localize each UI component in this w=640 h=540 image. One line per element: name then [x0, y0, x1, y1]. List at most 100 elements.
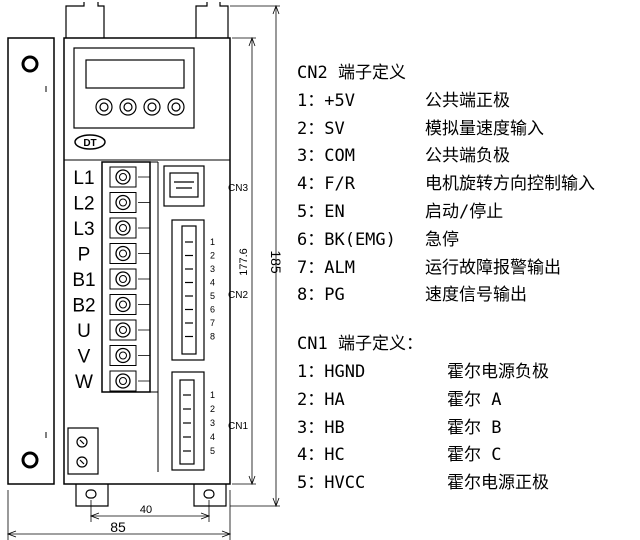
cn2-pin-row: 3：COM 公共端负极: [297, 143, 640, 171]
cn2-connector: [171, 219, 205, 361]
pin-number: 2: [210, 404, 215, 414]
cn1-pin-row: 1：HGND 霍尔电源负极: [297, 359, 640, 387]
terminal-screw: [109, 294, 150, 315]
pin-id: 3：COM: [297, 146, 355, 167]
terminal-screw: [109, 243, 150, 264]
pin-description: 霍尔电源正极: [447, 473, 549, 494]
pin-id: 4：F/R: [297, 174, 355, 195]
pin-id: 1：+5V: [297, 90, 355, 111]
bottom-mounting-tabs: [75, 484, 227, 507]
terminal-screw: [109, 370, 150, 392]
keypad-button-1: [95, 98, 113, 116]
cn2-pin-row: 8：PG 速度信号输出: [297, 282, 640, 310]
pin-description: 运行故障报警输出: [425, 257, 561, 278]
pin-description: 速度信号输出: [425, 285, 527, 306]
pin-number: 4: [210, 278, 215, 288]
cn1-pin-row: 4：HC 霍尔 C: [297, 442, 640, 470]
pin-number: 3: [210, 264, 215, 274]
cn2-label: CN2: [228, 290, 248, 301]
terminal-screw: [109, 192, 150, 213]
cn3-rj45-port: [163, 165, 205, 207]
small-connector: [67, 427, 99, 475]
pin-description: 霍尔 A: [447, 389, 502, 410]
terminal-label: L3: [73, 219, 94, 240]
lcd-screen: [85, 59, 185, 89]
cn1-pin-row: 5：HVCC 霍尔电源正极: [297, 470, 640, 498]
pin-description: 电机旋转方向控制输入: [425, 174, 595, 195]
dimension-width-label: 85: [110, 519, 126, 535]
terminal-label: B2: [72, 296, 95, 317]
dimension-outer-height: [230, 4, 280, 508]
cn2-pin-row: 5：EN 启动/停止: [297, 199, 640, 227]
heatsink-plate: [7, 37, 55, 485]
terminal-screw: [109, 345, 150, 366]
pin-number: 1: [210, 390, 215, 400]
cn2-pin-row: 7：ALM 运行故障报警输出: [297, 255, 640, 283]
display-window: [73, 47, 195, 129]
brand-logo: [74, 134, 106, 150]
pin-number: 6: [210, 305, 215, 315]
mounting-hole-top: [21, 55, 39, 73]
mounting-hole-bottom: [21, 451, 39, 469]
pin-number: 5: [210, 291, 215, 301]
pin-description: 公共端正极: [425, 90, 510, 111]
terminal-screw: [109, 319, 150, 341]
pin-description: 急停: [425, 229, 459, 250]
dimension-hole-spacing: [89, 500, 211, 522]
pin-id: 5：HVCC: [297, 473, 366, 494]
pin-description: 霍尔电源负极: [447, 361, 549, 382]
dimension-hole-spacing-label: 40: [140, 504, 152, 516]
pin-id: 1：HGND: [297, 361, 366, 382]
dimension-inner-height-label: 177.6: [238, 248, 250, 276]
pin-id: 6：BK(EMG): [297, 229, 396, 250]
pin-id: 3：HB: [297, 417, 345, 438]
pin-description: 公共端负极: [425, 146, 510, 167]
cn2-pin-list: 1：+5V 公共端正极 2：SV 模拟量速度输入 3：COM 公共端负极 4：F/R 电…: [297, 88, 640, 310]
pin-number: 1: [210, 237, 215, 247]
pin-number: 8: [210, 332, 215, 342]
terminal-label: L1: [73, 168, 94, 189]
terminal-label: P: [78, 245, 91, 266]
pin-number: 2: [210, 251, 215, 261]
cn2-pin-row: 6：BK(EMG) 急停: [297, 227, 640, 255]
pin-id: 5：EN: [297, 201, 345, 222]
pin-number: 7: [210, 318, 215, 328]
cn2-pin-row: 4：F/R 电机旋转方向控制输入: [297, 171, 640, 199]
keypad-button-3: [143, 98, 161, 116]
cn3-label: CN3: [228, 183, 248, 194]
terminal-label: U: [77, 321, 91, 342]
pin-description: 霍尔 B: [447, 417, 502, 438]
top-mounting-tabs: [65, 2, 229, 38]
dimension-inner-height: [232, 36, 256, 486]
pin-number: 4: [210, 432, 215, 442]
cn1-connector: [171, 371, 205, 471]
terminal-label: B1: [72, 270, 95, 291]
pin-description: 模拟量速度输入: [425, 118, 544, 139]
cn1-heading: CN1 端子定义：: [297, 334, 423, 355]
pin-id: 7：ALM: [297, 257, 355, 278]
pin-id: 4：HC: [297, 445, 345, 466]
section-spacer: [297, 310, 640, 331]
cn1-pin-row: 3：HB 霍尔 B: [297, 415, 640, 443]
pin-description: 霍尔 C: [447, 445, 502, 466]
terminal-label: L2: [73, 194, 94, 215]
pin-number: 3: [210, 418, 215, 428]
dimension-width: [6, 490, 232, 540]
cn1-pin-row: 2：HA 霍尔 A: [297, 387, 640, 415]
terminal-screw: [109, 268, 150, 290]
pin-definition-table: CN2 端子定义 1：+5V 公共端正极 2：SV 模拟量速度输入 3：COM 公共端…: [297, 60, 640, 498]
pin-number: 5: [210, 446, 215, 456]
pin-id: 2：HA: [297, 389, 345, 410]
terminal-screw: [109, 217, 150, 239]
pin-id: 8：PG: [297, 285, 345, 306]
front-panel: [63, 37, 231, 485]
pin-id: 2：SV: [297, 118, 345, 139]
keypad-buttons: [95, 98, 185, 116]
cn2-heading: CN2 端子定义: [297, 63, 406, 83]
pin-description: 启动/停止: [425, 201, 504, 222]
terminal-label: W: [75, 372, 93, 393]
keypad-button-4: [167, 98, 185, 116]
terminal-label: V: [78, 347, 91, 368]
